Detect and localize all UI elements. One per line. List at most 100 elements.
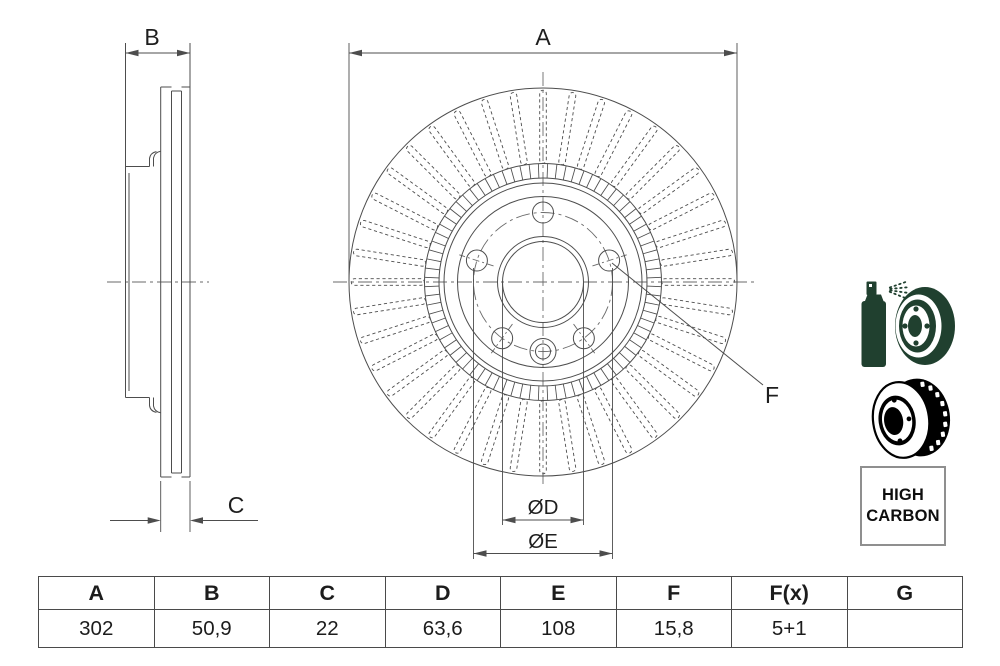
table-header-cell: G	[846, 576, 963, 610]
vane-rib-tick	[528, 385, 532, 400]
vent-slot	[453, 110, 492, 177]
vent-slot	[611, 125, 658, 188]
spray-droplet	[893, 292, 897, 296]
vane-rib-tick	[600, 183, 610, 196]
vent-slot	[625, 364, 680, 419]
table-value-cell: 5+1	[731, 609, 848, 648]
spray-mist	[888, 281, 908, 299]
vane-rib-tick	[640, 240, 655, 247]
spray-droplet	[897, 294, 902, 297]
rim-vent-slot	[940, 400, 945, 407]
spray-droplet	[899, 286, 903, 289]
vane-rib-tick	[546, 385, 549, 401]
spray-droplet	[894, 287, 898, 290]
dimension-arrowhead	[125, 49, 139, 57]
spray-droplet	[888, 286, 893, 289]
vane-rib-tick	[624, 346, 637, 356]
vane-rib-tick	[624, 208, 637, 218]
spray-can-body	[861, 301, 886, 367]
vane-rib-tick	[646, 267, 661, 271]
vane-rib-tick	[449, 208, 462, 218]
vane-rib-tick	[633, 223, 647, 232]
vane-rib-tick	[455, 201, 467, 212]
vane-rib-tick	[435, 325, 449, 332]
vane-rib-tick	[439, 223, 453, 232]
vane-rib-tick	[646, 293, 661, 297]
vane-rib-tick	[613, 194, 624, 206]
spray-droplet	[889, 289, 893, 292]
vane-rib-tick	[469, 363, 479, 376]
vane-rib-tick	[546, 163, 549, 179]
vane-rib-tick	[428, 249, 444, 255]
locating-hole-outer	[529, 338, 557, 365]
vane-rib-tick	[424, 285, 440, 288]
vent-slot	[453, 387, 492, 454]
table-value-cell: 22	[269, 609, 386, 648]
bolt-hole-centerline	[592, 254, 627, 267]
vane-rib-tick	[428, 309, 444, 315]
center-bore-circle	[502, 241, 584, 323]
vane-rib-tick	[431, 240, 446, 247]
vane-rib-tick	[646, 285, 662, 288]
dim-e-label: ØE	[528, 530, 558, 553]
vent-slot	[371, 192, 438, 231]
vent-slot	[661, 278, 736, 286]
table-value-cell: 50,9	[153, 609, 270, 648]
vane-rib-tick	[644, 301, 660, 306]
vent-slot	[428, 376, 475, 439]
vent-slots	[920, 381, 948, 452]
vane-rib-tick	[493, 376, 500, 390]
side-cross-section-view	[125, 43, 191, 478]
vane-rib-tick	[425, 267, 440, 271]
vane-rib-tick	[619, 201, 631, 212]
rim-vent-slot	[942, 411, 948, 417]
vent-slot	[576, 394, 605, 466]
coated-disc-bore	[908, 315, 922, 337]
rim-vent-slot	[935, 391, 940, 398]
vane-rib-tick	[426, 258, 442, 263]
hat-transition	[149, 151, 157, 167]
vane-rib-tick	[444, 339, 457, 349]
bolt-hole	[465, 249, 488, 272]
vented-disc-bolt-hole	[891, 397, 897, 403]
vane-rib-tick	[554, 385, 558, 400]
dimension-lines	[110, 43, 764, 559]
vane-rib-tick	[519, 383, 524, 399]
centerlines	[107, 72, 758, 484]
outer-diameter-circle	[348, 87, 738, 477]
vane-rib-tick	[642, 249, 658, 255]
bore-chamfer-circle	[497, 236, 589, 328]
vent-slot	[637, 167, 700, 214]
coated-disc-bolt-hole	[902, 323, 908, 329]
vane-rib-tick	[510, 167, 516, 183]
table-header-cell: B	[153, 576, 270, 610]
vent-slot	[558, 398, 577, 472]
vane-rib-tick	[425, 293, 440, 297]
spray-droplet	[888, 290, 892, 294]
vane-rib-tick	[424, 276, 440, 279]
vane-rib-tick	[629, 215, 642, 225]
dimension-arrowhead	[190, 517, 203, 524]
rim-vent-slot	[928, 385, 933, 391]
spray-droplet	[899, 290, 903, 293]
dimension-arrowhead	[177, 49, 190, 57]
vent-slot	[648, 333, 715, 372]
hat-transition	[153, 150, 161, 167]
front-view	[348, 87, 738, 477]
spray-can-coated-disc-icon	[861, 281, 955, 367]
table-value-cell: 108	[500, 609, 617, 648]
vane-rib-tick	[646, 276, 662, 279]
vane-rib-tick	[484, 178, 493, 192]
hub-circle	[457, 196, 629, 368]
vane-rib-tick	[469, 188, 479, 201]
locating-hole-inner	[535, 343, 551, 360]
vented-disc-bore	[884, 407, 904, 435]
vane-rib-tick	[586, 376, 593, 390]
vane-rib-tick	[570, 381, 576, 397]
spray-can-nozzle	[866, 281, 877, 295]
vane-rib-tick	[640, 317, 655, 324]
dim-d-label: ØD	[528, 496, 559, 519]
coated-disc-bolt-hole	[913, 340, 919, 346]
vane-rib-tick	[570, 167, 576, 183]
